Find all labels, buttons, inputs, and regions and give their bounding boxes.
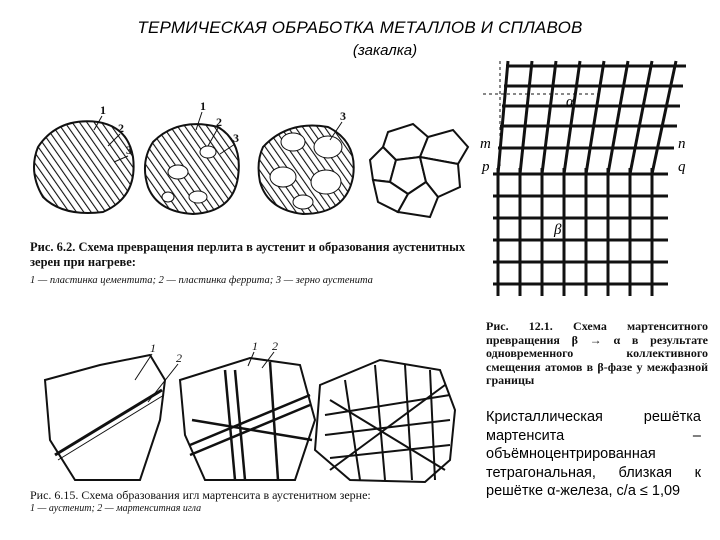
figure-6-15-caption: Рис. 6.15. Схема образования игл мартенс… [30, 488, 460, 516]
figure-6-2-diagram: 1 2 3 1 2 3 3 [33, 102, 470, 219]
lattice-label-n: n [678, 136, 686, 152]
marker-6-2-3b: 3 [233, 131, 239, 145]
figure-6-15-legend: 1 — аустенит; 2 — мартенситная игла [30, 503, 202, 514]
lattice-label-m: m [480, 136, 491, 152]
page-subtitle: (закалка) [352, 42, 418, 59]
marker-6-2-1a: 1 [100, 103, 106, 117]
figure-12-1-caption: Рис. 12.1. Схема мартенситного превращен… [486, 319, 708, 387]
marker-6-2-3c: 3 [340, 109, 346, 123]
lattice-label-p: p [481, 159, 490, 175]
figure-12-1-lattice: α β m p n q [480, 60, 686, 296]
marker-6-2-3a: 3 [126, 143, 132, 157]
page-title: ТЕРМИЧЕСКАЯ ОБРАБОТКА МЕТАЛЛОВ И СПЛАВОВ [137, 18, 583, 37]
marker-6-15-1b: 1 [252, 340, 258, 353]
martensite-description: Кристаллическая решётка мартенсита – объ… [486, 409, 701, 499]
figure-6-2-caption-text: Рис. 6.2. Схема превращения перлита в ау… [30, 240, 466, 269]
marker-6-2-2a: 2 [118, 121, 124, 135]
marker-6-15-2b: 2 [272, 340, 278, 353]
figure-6-15-caption-text: Рис. 6.15. Схема образования игл мартенс… [30, 488, 371, 502]
marker-6-15-2a: 2 [176, 351, 182, 365]
marker-6-2-2b: 2 [216, 115, 222, 129]
lattice-label-alpha: α [566, 94, 575, 110]
figure-6-2-legend: 1 — пластинка цементита; 2 — пластинка ф… [30, 275, 373, 286]
marker-6-15-1a: 1 [150, 341, 156, 355]
lattice-label-q: q [678, 159, 686, 175]
lattice-label-beta: β [553, 222, 562, 238]
figure-6-15-diagram: 1 2 1 2 [43, 340, 457, 484]
figure-6-2-caption: Рис. 6.2. Схема превращения перлита в ау… [30, 240, 470, 288]
marker-6-2-1b: 1 [200, 102, 206, 113]
